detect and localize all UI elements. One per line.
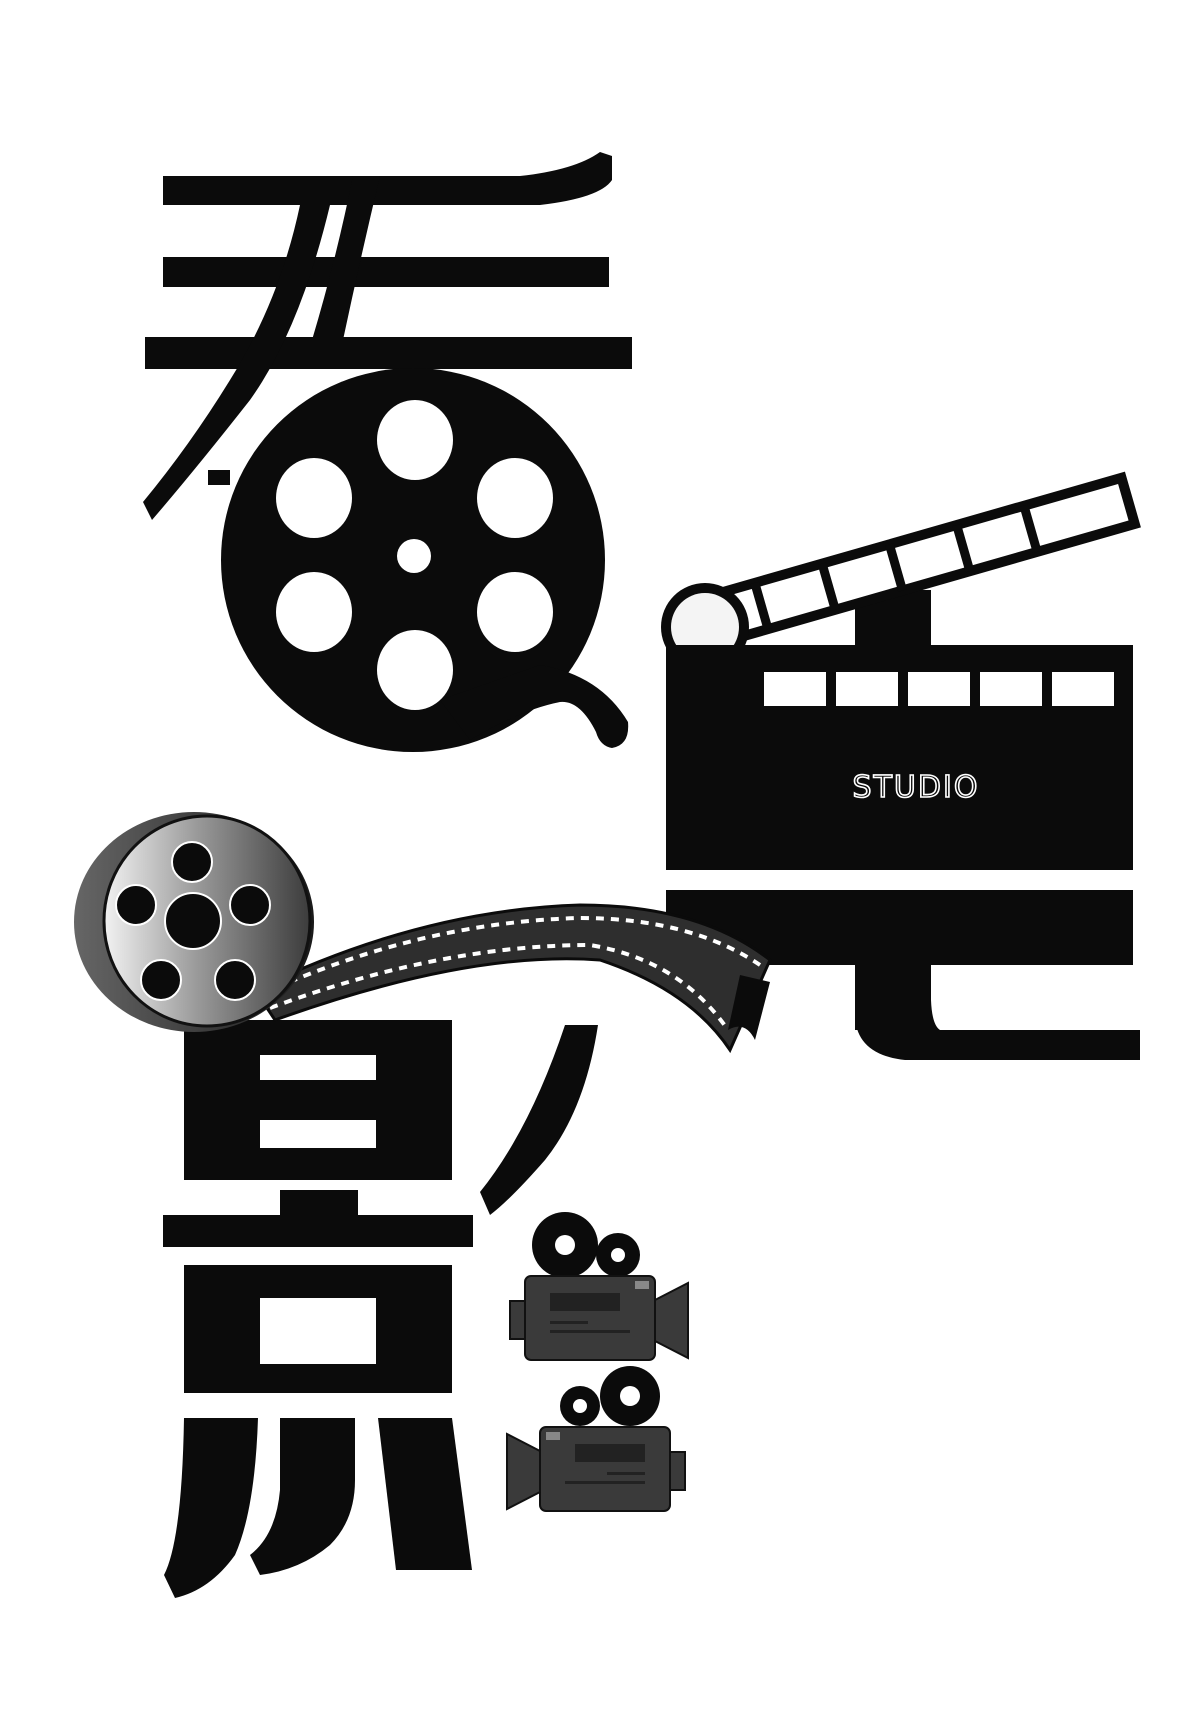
film-reel-icon: [221, 368, 629, 752]
clapperboard-icon: STUDIO: [661, 471, 1141, 965]
studio-label: STUDIO: [853, 770, 980, 805]
title-char-ying: 影: [163, 1020, 598, 1598]
film-canister-icon: [74, 812, 314, 1032]
movie-camera-icon: [509, 1212, 689, 1361]
film-strip-icon: [252, 903, 772, 1054]
title-char-kan: 看: [143, 152, 632, 520]
movie-camera-icon: [506, 1366, 686, 1512]
